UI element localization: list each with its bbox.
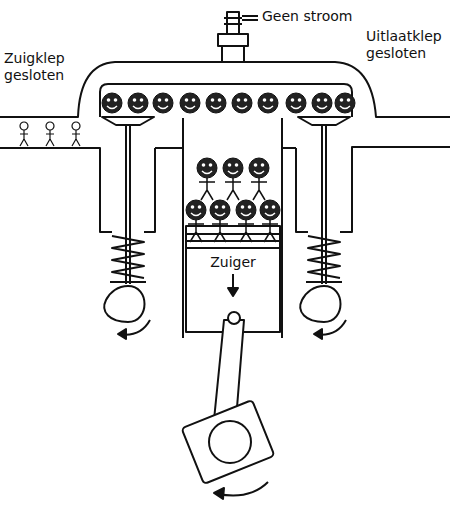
spark-plug [218,34,248,46]
gas-molecule [232,93,252,113]
fuel-particle [72,122,80,146]
piston-pin [228,312,240,324]
valve-spring [308,236,340,278]
fuel-particle [20,122,28,146]
exhaust-port [340,147,450,232]
gas-molecule [335,93,355,113]
piston-label-box: Zuiger [186,254,280,271]
gas-molecule [223,158,243,200]
spark-plug [222,46,244,62]
cylinder-head [0,62,450,117]
gas-molecule [102,93,122,113]
gas-molecule [180,93,200,113]
part-label: Geen stroom [262,8,392,25]
gas-molecule [186,200,206,242]
piston [186,226,280,332]
fuel-particle [46,122,54,146]
rotation-arrow [218,482,268,496]
gas-molecule [249,158,269,200]
valve-stem [322,125,326,284]
exhaust-valve [298,117,350,125]
block-wall [144,148,183,232]
crankshaft [209,421,251,463]
spark-plug [224,18,242,24]
gas-molecule [128,93,148,113]
gas-molecule [210,200,230,242]
rotation-arrow [118,329,126,339]
gas-molecule [312,93,332,113]
cylinder-wall [182,118,184,338]
intake-valve [102,117,154,125]
cylinder-wall [281,118,283,338]
piston-ring [186,234,280,248]
crank [182,400,275,484]
gas-molecule [258,93,278,113]
intake-port [0,148,112,232]
gas-molecule [236,200,256,242]
spark-plug-wire [242,16,258,20]
gas-molecule [153,93,173,113]
gas-molecule [286,93,306,113]
gas-molecule [206,93,226,113]
camshaft [104,286,144,322]
rotation-arrow [214,488,224,499]
part-name: Zuiger [186,254,280,271]
part-label: Uitlaatklep gesloten [366,28,448,62]
camshaft [300,286,340,322]
rotation-arrow [314,329,322,339]
part-label: Zuigklep gesloten [4,50,76,84]
gas-molecule [260,200,280,242]
combustion-chamber [100,84,352,117]
valve-stem [126,125,130,284]
block-wall [282,148,308,232]
valve-spring [112,236,144,278]
gas-molecule [197,158,217,200]
motion-arrow [228,288,238,296]
